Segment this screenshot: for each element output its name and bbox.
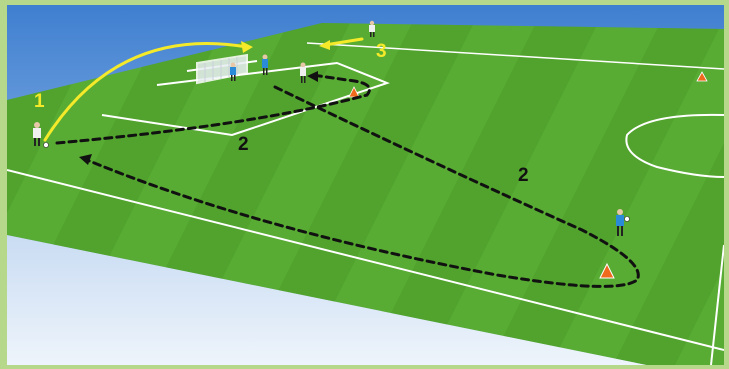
label-pass: 1 [34,91,45,112]
ball-icon [44,143,49,148]
pitch-svg: 1 2 2 3 [7,5,724,365]
label-run: 2 [238,134,249,155]
pitch-scene: 1 2 2 3 [7,5,724,365]
label-recover: 3 [376,41,387,62]
ball-icon [625,217,630,222]
label-run-second: 2 [518,165,529,186]
